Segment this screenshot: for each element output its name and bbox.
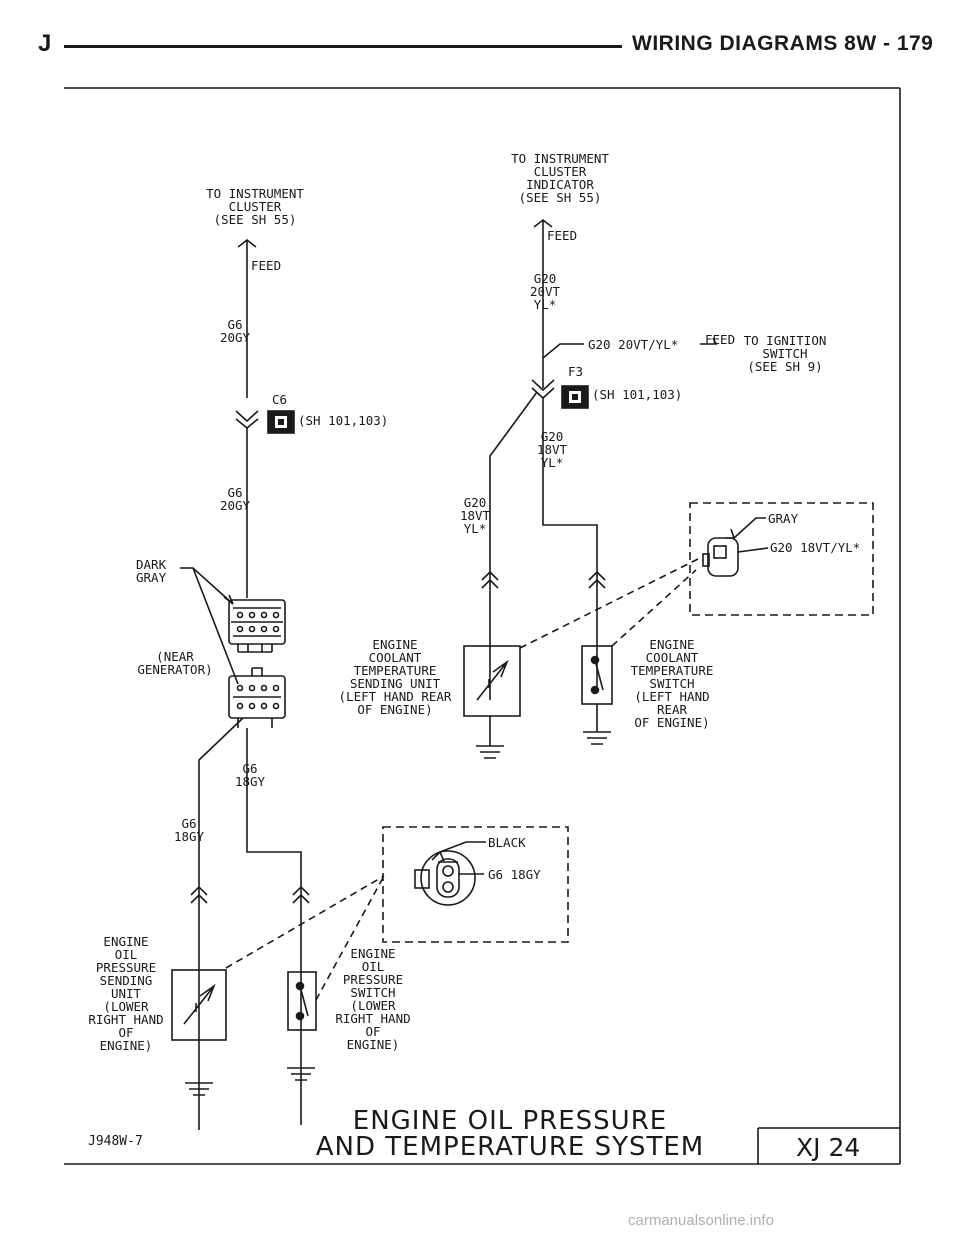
leader-black <box>431 841 486 862</box>
label-c6-ref: (SH 101,103) <box>298 413 389 428</box>
arrow-feed-right <box>533 218 553 228</box>
label-f3-ref: (SH 101,103) <box>592 387 683 402</box>
wire-g6-18gy-a <box>198 717 244 1130</box>
ground-ect-switch <box>583 731 611 745</box>
label-feed-left: FEED <box>251 258 282 273</box>
diagram-ref: XJ 24 <box>796 1133 861 1162</box>
label-g20-18vt-right: G20 18VT YL* <box>536 429 568 470</box>
label-ect-sending-unit: ENGINE COOLANT TEMPERATURE SENDING UNIT … <box>338 637 452 717</box>
header-title: WIRING DIAGRAMS 8W - 179 <box>632 32 934 55</box>
ect-sending-unit-box <box>463 645 521 717</box>
leader-inset-ect <box>519 557 701 649</box>
wire-g20-left <box>489 391 538 700</box>
inset-oil-connector <box>382 826 569 943</box>
diagram-title-line1: ENGINE OIL PRESSURE <box>352 1106 668 1136</box>
wire-g20-right <box>542 398 598 690</box>
label-g20-connector: G20 18VT/YL* <box>770 540 861 555</box>
label-black: BLACK <box>488 835 526 850</box>
ground-oil-switch <box>287 1067 315 1081</box>
leader-g20-conn <box>737 547 769 553</box>
diagram-code: J948W-7 <box>88 1134 143 1149</box>
header-rule <box>64 45 622 48</box>
label-g20-20vt: G20 20VT YL* <box>529 271 561 312</box>
label-gray: GRAY <box>768 511 799 526</box>
oil-sending-unit-box <box>171 969 227 1041</box>
label-g20-18vt-left: G20 18VT YL* <box>459 495 491 536</box>
label-ignition-destination: TO IGNITION SWITCH (SEE SH 9) <box>743 333 827 374</box>
header-letter: J <box>38 30 52 57</box>
inline-conn-c <box>481 570 499 589</box>
c6-symbol <box>235 410 259 430</box>
label-ect-switch: ENGINE COOLANT TEMPERATURE SWITCH (LEFT … <box>630 637 714 730</box>
watermark: carmanualsonline.info <box>628 1212 774 1229</box>
leader-near-gen <box>192 567 239 685</box>
oil-switch-box <box>287 971 317 1031</box>
label-g6-20gy-bottom: G6 20GY <box>219 485 251 513</box>
label-c6: C6 <box>272 392 288 407</box>
inline-conn-d <box>588 570 606 589</box>
inset-ect-connector <box>689 502 874 616</box>
label-g20-splice: G20 20VT/YL* <box>588 337 679 352</box>
diagram-title-line2: AND TEMPERATURE SYSTEM <box>315 1132 705 1162</box>
splice-g20 <box>542 343 584 359</box>
label-g6-connector: G6 18GY <box>488 867 541 882</box>
label-feed-right: FEED <box>547 228 578 243</box>
label-g6-20gy-top: G6 20GY <box>219 317 251 345</box>
arrow-feed-left <box>237 238 257 248</box>
arrow-dark-gray <box>223 594 234 605</box>
label-feed-ign: FEED <box>705 332 736 347</box>
label-dark-gray: DARK GRAY <box>136 557 167 585</box>
leader-gray <box>726 517 766 539</box>
ground-ect-unit <box>476 745 504 759</box>
label-right-destination: TO INSTRUMENT CLUSTER INDICATOR (SEE SH … <box>511 151 609 205</box>
label-near-generator: (NEAR GENERATOR) <box>137 649 213 677</box>
label-left-destination: TO INSTRUMENT CLUSTER (SEE SH 55) <box>206 186 304 227</box>
title-box <box>757 1127 900 1164</box>
label-oil-sending-unit: ENGINE OIL PRESSURE SENDING UNIT (LOWER … <box>88 934 164 1053</box>
inline-conn-a <box>190 885 208 904</box>
label-oil-switch: ENGINE OIL PRESSURE SWITCH (LOWER RIGHT … <box>335 946 411 1052</box>
leader-inset-oil <box>225 875 385 1001</box>
ground-oil-unit <box>185 1082 213 1096</box>
wire-ign <box>700 337 718 345</box>
label-g6-18gy-b: G6 18GY <box>234 761 266 789</box>
connector-dark-gray <box>228 599 286 645</box>
label-g6-18gy-a: G6 18GY <box>173 816 205 844</box>
inline-conn-b <box>292 885 310 904</box>
connector-mating <box>228 675 286 719</box>
label-f3: F3 <box>568 364 584 379</box>
